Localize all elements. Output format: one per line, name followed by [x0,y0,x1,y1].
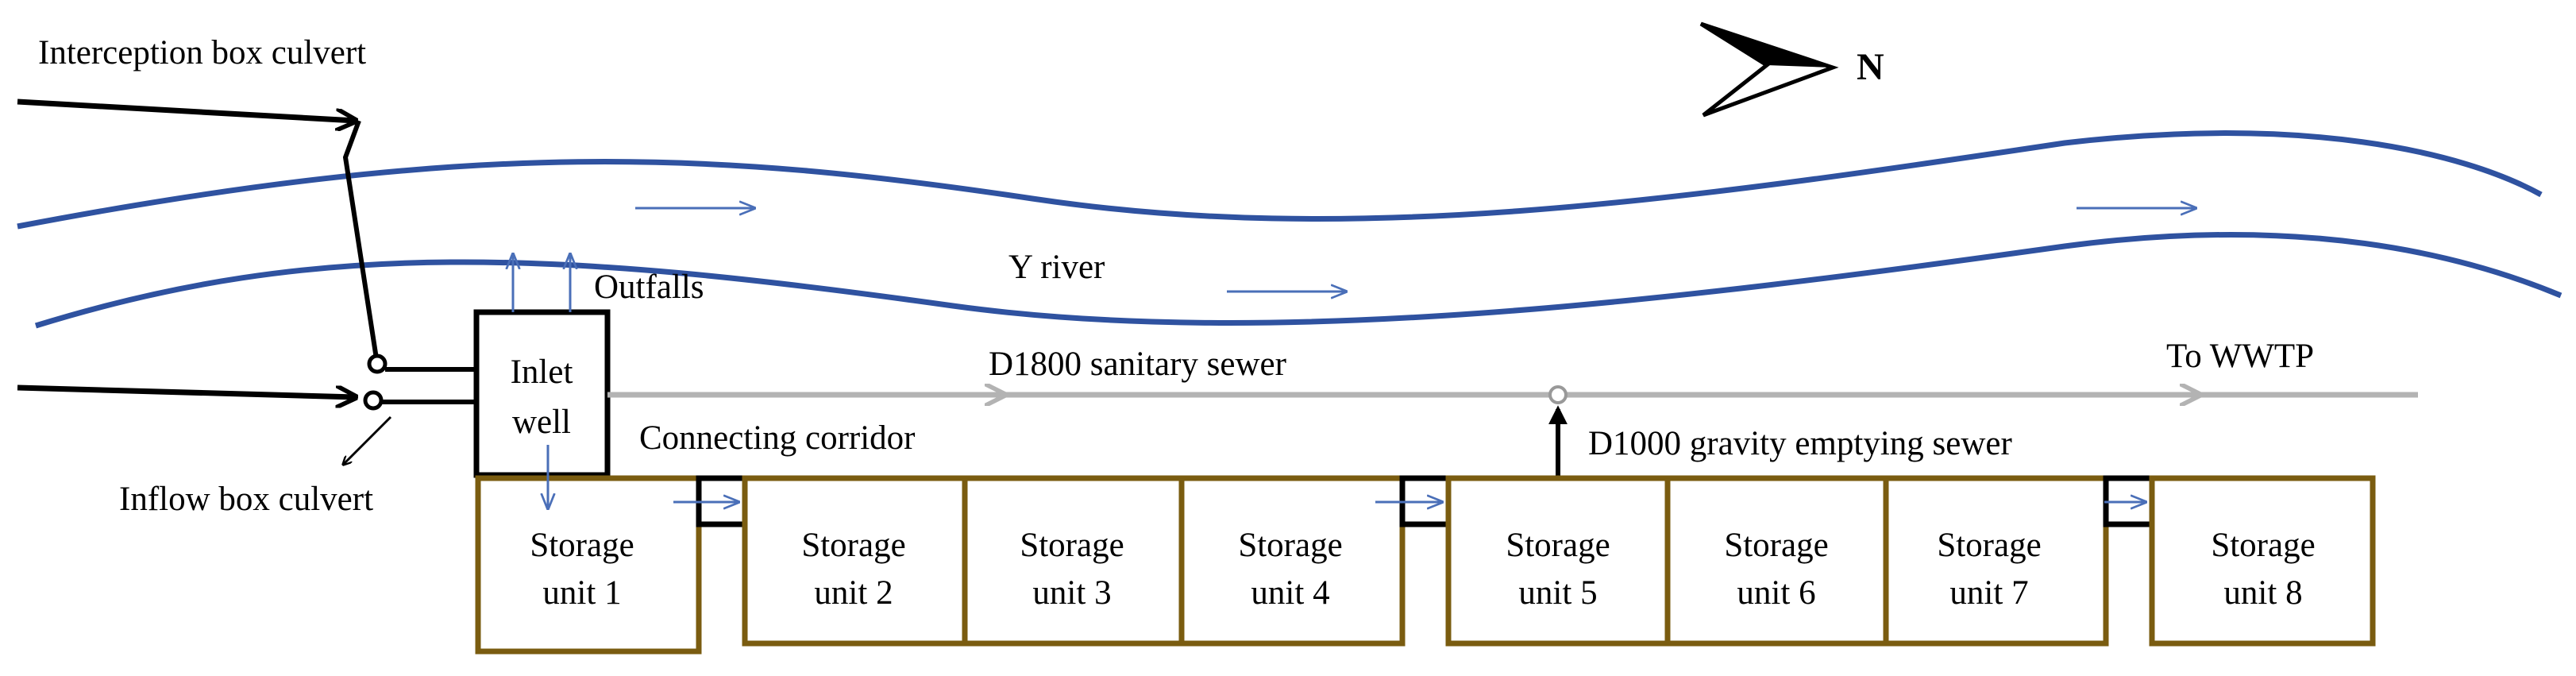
inflow-pointer-arrow [343,415,392,465]
interception-culvert-line [17,99,356,121]
inlet-well [473,309,611,478]
inflow-culvert-line [17,384,356,397]
storage-unit-label: Storage [1724,527,1828,564]
storage-unit-label: unit 3 [1032,574,1111,612]
storage-unit-label: Storage [1506,527,1610,564]
interception-junction [367,353,388,374]
sewer-junction [1548,385,1568,404]
river-bank-lower [34,232,2563,329]
storage-block-2-4 [742,475,1406,647]
emptying-sewer-label: D1000 gravity emptying sewer [1588,425,2012,462]
north-label: N [1857,46,1884,88]
storage-block-5-7 [1445,475,2109,647]
outfalls-label: Outfalls [594,268,704,306]
storage-unit-label: unit 1 [542,574,621,612]
storage-unit-label: Storage [530,527,634,564]
storage-unit-label: unit 6 [1737,574,1815,612]
storage-unit-label: Storage [1238,527,1342,564]
interception-culvert-label: Interception box culvert [38,34,366,71]
to-wwtp-label: To WWTP [2166,338,2314,375]
inflow-culvert-label: Inflow box culvert [119,481,373,518]
river-label: Y river [1008,249,1105,286]
sanitary-sewer-label: D1800 sanitary sewer [989,346,1286,383]
storage-unit-label: Storage [1937,527,2041,564]
storage-unit-label: unit 5 [1518,574,1597,612]
storage-unit-label: unit 8 [2223,574,2302,612]
storage-unit-label: Storage [1020,527,1124,564]
interception-culvert-connector [342,119,380,365]
river-bank-upper [17,130,2543,230]
inlet-well-label-line1: Inlet [511,353,573,391]
storage-unit-1 [475,475,702,655]
storage-unit-label: Storage [2211,527,2315,564]
storage-unit-label: unit 7 [1949,574,2028,612]
storage-unit-label: unit 4 [1251,574,1329,612]
north-arrow-icon-fill [1701,24,1833,68]
connecting-corridor-label: Connecting corridor [639,419,916,457]
inflow-junction [363,390,384,411]
storage-unit-8 [2149,475,2376,647]
north-arrow-icon [1699,21,1839,118]
storage-unit-label: Storage [801,527,905,564]
inlet-well-label-line2: well [512,404,571,441]
storage-unit-label: unit 2 [814,574,893,612]
